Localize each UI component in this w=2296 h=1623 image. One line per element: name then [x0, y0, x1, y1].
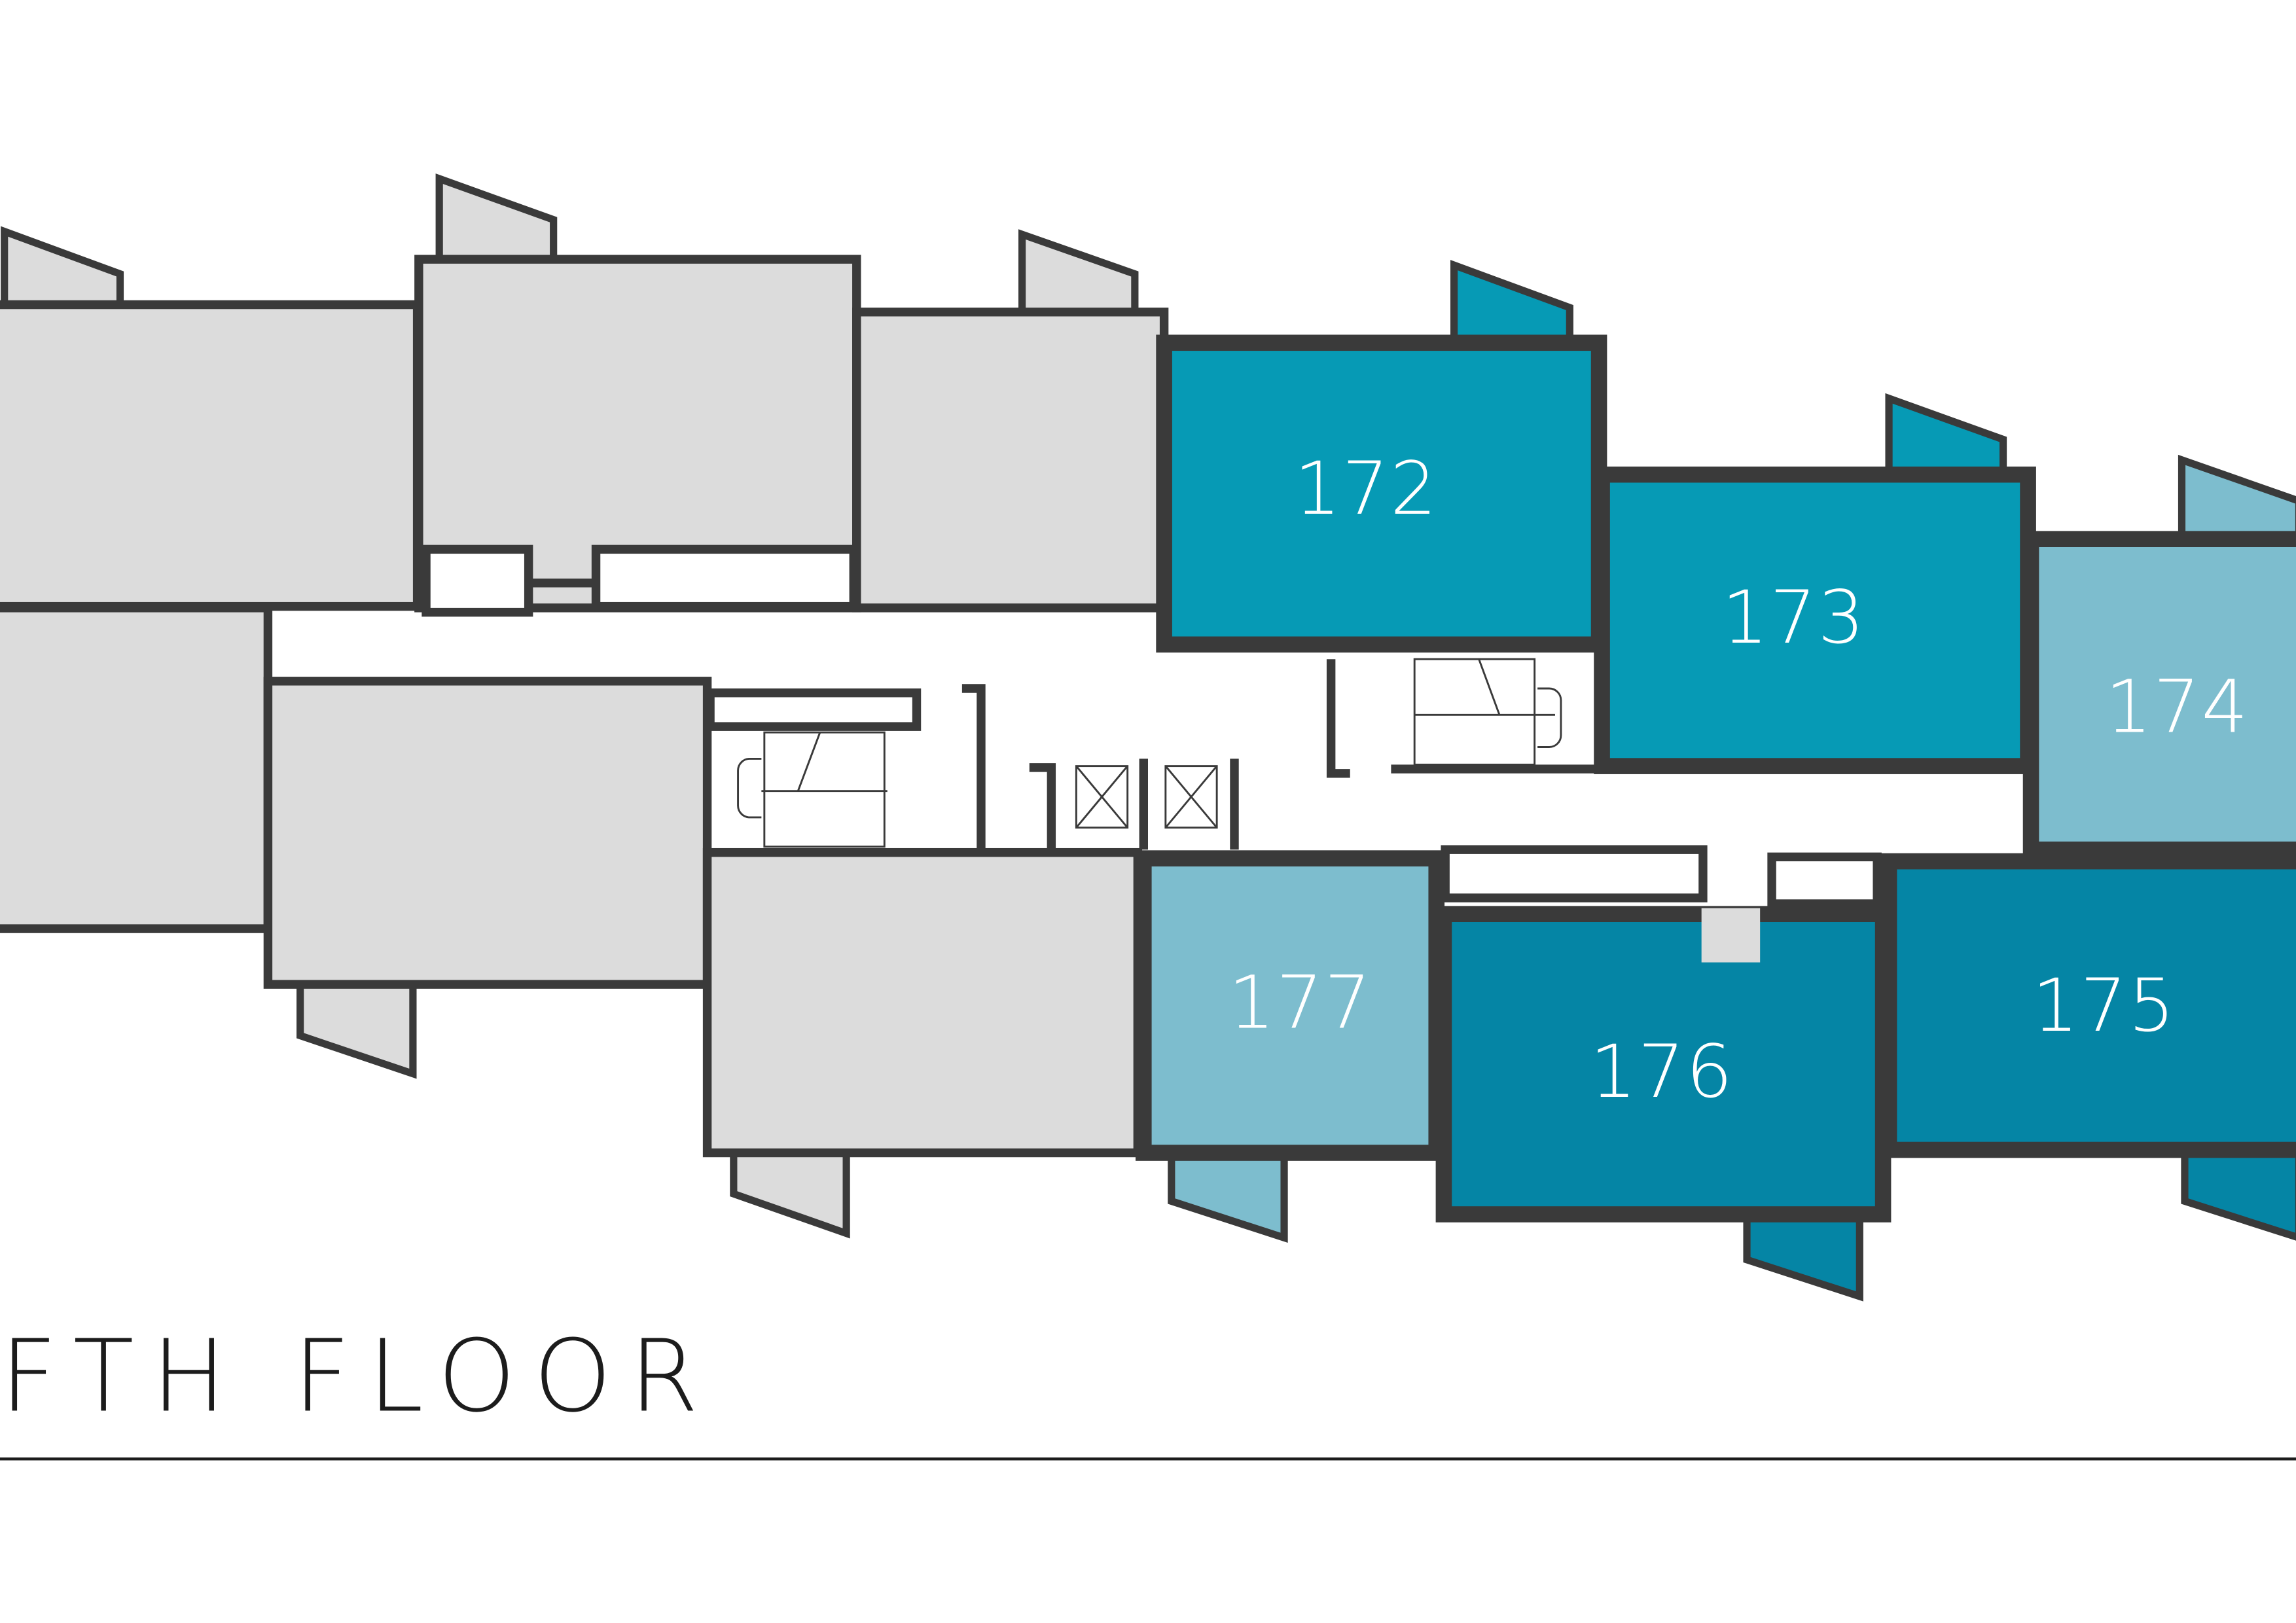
- unit-number: 174: [2106, 665, 2250, 750]
- unit-174[interactable]: 174: [2022, 531, 2296, 858]
- unit-173[interactable]: 173: [1594, 466, 2036, 774]
- elevator-icon: [1164, 765, 1218, 829]
- unit-number: 172: [1294, 446, 1438, 531]
- elevator-icon: [1075, 765, 1129, 829]
- shaft: [1701, 908, 1761, 963]
- unit-175[interactable]: 175: [1880, 853, 2296, 1158]
- unit-number: 177: [1229, 961, 1372, 1046]
- corridor-walls: [961, 659, 1596, 850]
- stairs-icon: [1413, 658, 1562, 766]
- unit-177[interactable]: 177: [1135, 850, 1445, 1161]
- corridor-closets: [422, 544, 1882, 908]
- unit-172[interactable]: 172: [1156, 334, 1607, 653]
- unavailable-balconies: [1, 173, 1139, 1239]
- unit-176[interactable]: 176: [1435, 906, 1892, 1222]
- unit-number: 175: [2032, 963, 2176, 1048]
- unavailable-rooms: [0, 255, 1169, 1158]
- unit-number: 173: [1722, 575, 1866, 660]
- stairs-icon: [737, 731, 888, 848]
- floor-title: FTH FLOOR: [0, 1318, 716, 1434]
- unit-number: 176: [1590, 1029, 1734, 1115]
